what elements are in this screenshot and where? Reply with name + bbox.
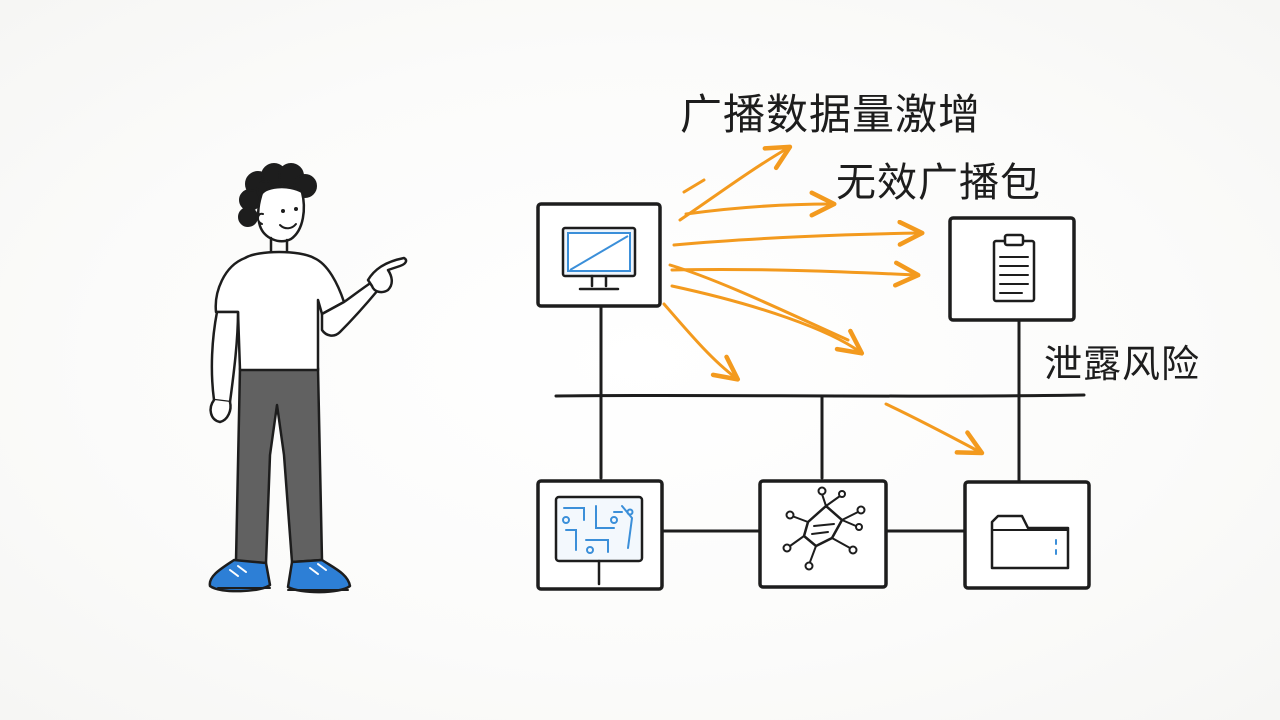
face: [256, 185, 306, 243]
left-arm: [210, 310, 240, 404]
pants: [234, 366, 324, 565]
t-shirt: [214, 250, 346, 372]
broadcast-arrow: [662, 302, 741, 382]
source-monitor-node: [536, 202, 662, 308]
leak-risk-label: 泄露风险: [1044, 342, 1201, 386]
broadcast-arrow: [668, 263, 850, 342]
left-shoe: [208, 558, 272, 593]
chip-network-node: [758, 479, 888, 589]
chip-network-icon: [782, 486, 866, 571]
broadcast-arrow: [670, 260, 921, 288]
network-wires: [554, 304, 1086, 533]
circuit-screen-node: [536, 479, 664, 591]
pointing-arm: [320, 280, 380, 337]
broadcast-arrow: [670, 284, 865, 356]
broadcast-arrows: [662, 144, 985, 456]
folder-node: [963, 480, 1091, 590]
pointing-hand: [366, 256, 408, 294]
presenter-figure: [208, 163, 408, 594]
broadcast-arrow: [684, 190, 837, 218]
invalid-packets-label: 无效广播包: [836, 160, 1041, 206]
backbone-bus: [554, 393, 1086, 398]
clipboard-document-icon: [992, 233, 1036, 303]
broadcast-arrow: [672, 219, 925, 247]
folder-icon: [990, 514, 1070, 570]
broadcast-arrow: [682, 178, 706, 194]
broadcast-arrow: [884, 402, 985, 456]
broadcast-surge-label: 广播数据量激增: [680, 90, 982, 139]
circuit-screen-icon: [554, 495, 644, 586]
target-document-node: [948, 216, 1076, 322]
monitor-icon: [561, 226, 637, 291]
